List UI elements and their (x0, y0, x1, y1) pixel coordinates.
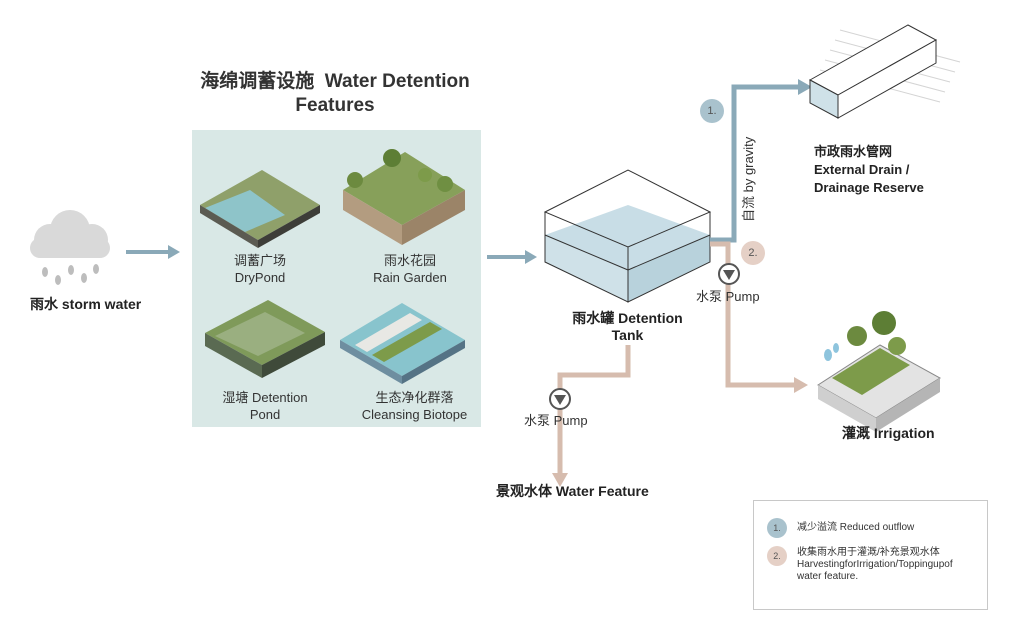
detention-tank-icon (543, 169, 712, 303)
legend-marker-2: 2. (767, 546, 787, 566)
marker-1: 1. (700, 99, 724, 123)
irrigation-flow-line (710, 241, 808, 393)
gravity-label: 自流 by gravity (741, 136, 756, 222)
cloud-icon (30, 210, 110, 258)
legend-box: 1. 减少溢流 Reduced outflow 2. 收集雨水用于灌溉/补充景观… (753, 500, 988, 610)
irrigation-label: 灌溉 Irrigation (842, 425, 935, 441)
marker-2: 2. (741, 241, 765, 265)
diagram-title: 海绵调蓄设施 Water Detention Features (200, 71, 470, 116)
dry-pond-image (200, 170, 320, 248)
detention-pond-image (205, 300, 325, 378)
legend-marker-1: 1. (767, 518, 787, 538)
arrow-storm-to-features (126, 245, 180, 259)
legend-text-2: 收集雨水用于灌溉/补充景观水体 HarvestingforIrrigation/… (797, 547, 953, 582)
pump-label-left: 水泵 Pump (524, 413, 588, 428)
pump-icon-left (549, 388, 571, 410)
cleansing-biotope-image (340, 303, 465, 384)
rain-garden-image (343, 149, 465, 245)
water-feature-flow-line (552, 345, 631, 487)
arrow-features-to-tank (487, 250, 537, 264)
storm-water-label: 雨水 storm water (30, 296, 142, 312)
pump-label-right: 水泵 Pump (696, 289, 760, 304)
raindrops-icon (42, 264, 99, 285)
water-feature-label: 景观水体 Water Feature (496, 483, 649, 499)
drain-channel-icon (808, 24, 961, 119)
irrigation-planter-icon (817, 311, 941, 432)
gravity-flow-line (710, 79, 812, 243)
pump-icon-right (718, 263, 740, 285)
legend-text-1: 减少溢流 Reduced outflow (797, 522, 915, 533)
